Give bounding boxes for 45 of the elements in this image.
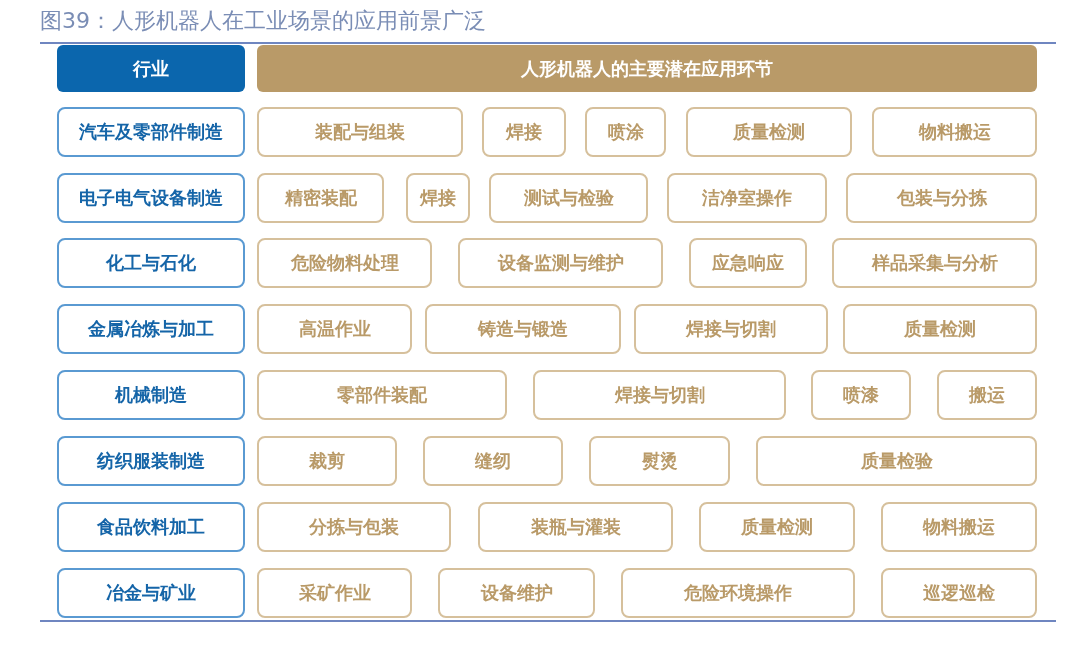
application-box: 应急响应 (689, 238, 807, 288)
application-box: 喷涂 (585, 107, 666, 157)
application-box: 质量检测 (843, 304, 1037, 354)
application-box: 焊接 (482, 107, 566, 157)
application-box: 焊接与切割 (533, 370, 786, 420)
application-box: 高温作业 (257, 304, 412, 354)
application-box: 洁净室操作 (667, 173, 827, 223)
application-box: 危险环境操作 (621, 568, 855, 618)
application-box: 采矿作业 (257, 568, 412, 618)
application-box: 质量检测 (686, 107, 852, 157)
industry-box: 化工与石化 (57, 238, 245, 288)
application-box: 焊接 (406, 173, 470, 223)
application-box: 零部件装配 (257, 370, 507, 420)
application-box: 包装与分拣 (846, 173, 1037, 223)
application-box: 喷漆 (811, 370, 911, 420)
application-box: 设备维护 (438, 568, 595, 618)
industry-box: 食品饮料加工 (57, 502, 245, 552)
column-header: 行业 (57, 45, 245, 92)
application-box: 铸造与锻造 (425, 304, 621, 354)
application-box: 物料搬运 (872, 107, 1037, 157)
application-box: 搬运 (937, 370, 1037, 420)
column-header: 人形机器人的主要潜在应用环节 (257, 45, 1037, 92)
industry-box: 汽车及零部件制造 (57, 107, 245, 157)
figure-title: 图39：人形机器人在工业场景的应用前景广泛 (40, 7, 486, 35)
industry-box: 冶金与矿业 (57, 568, 245, 618)
industry-box: 金属冶炼与加工 (57, 304, 245, 354)
industry-box: 纺织服装制造 (57, 436, 245, 486)
application-box: 焊接与切割 (634, 304, 828, 354)
application-box: 装瓶与灌装 (478, 502, 673, 552)
application-box: 熨烫 (589, 436, 730, 486)
application-box: 测试与检验 (489, 173, 648, 223)
application-box: 质量检验 (756, 436, 1037, 486)
application-box: 缝纫 (423, 436, 563, 486)
application-box: 分拣与包装 (257, 502, 451, 552)
industry-box: 机械制造 (57, 370, 245, 420)
application-box: 危险物料处理 (257, 238, 432, 288)
industry-box: 电子电气设备制造 (57, 173, 245, 223)
application-box: 装配与组装 (257, 107, 463, 157)
application-box: 设备监测与维护 (458, 238, 663, 288)
application-box: 质量检测 (699, 502, 855, 552)
application-box: 样品采集与分析 (832, 238, 1037, 288)
application-box: 巡逻巡检 (881, 568, 1037, 618)
application-box: 物料搬运 (881, 502, 1037, 552)
application-box: 裁剪 (257, 436, 397, 486)
application-box: 精密装配 (257, 173, 384, 223)
